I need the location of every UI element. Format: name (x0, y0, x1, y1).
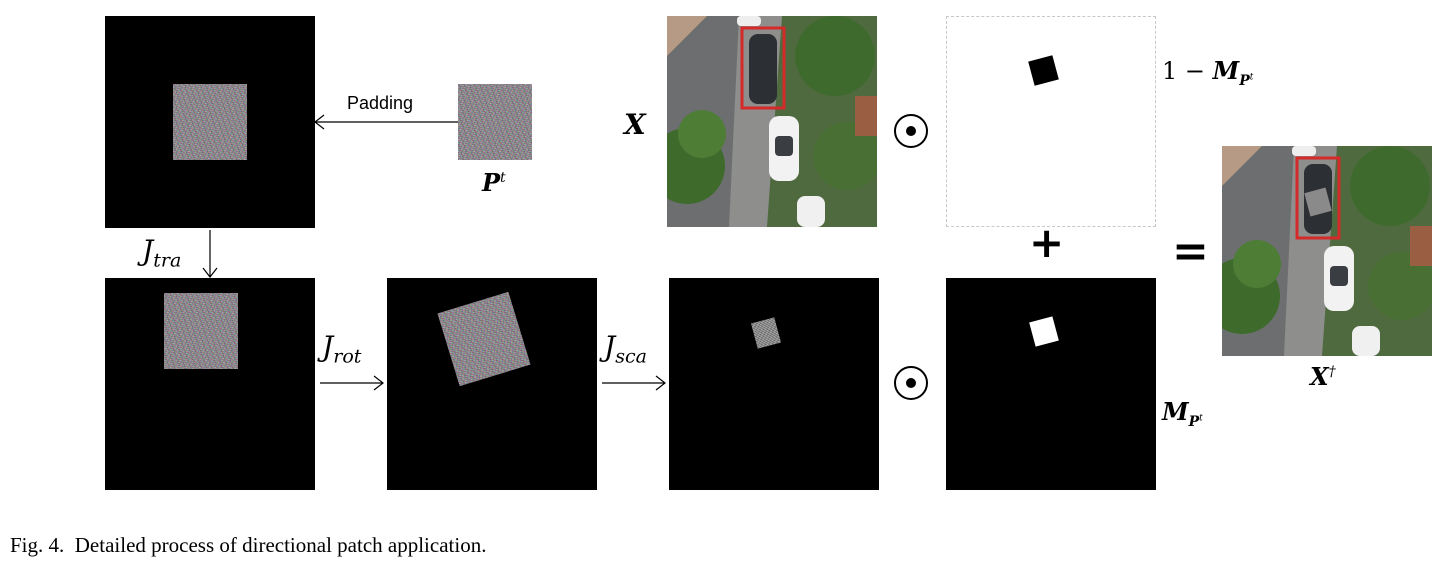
rotated-patch (437, 291, 531, 387)
input-aerial-image (667, 16, 877, 227)
mask-canvas (946, 278, 1156, 490)
rotated-canvas (387, 278, 597, 490)
translation-arrow (202, 230, 218, 278)
input-aerial-drawing (667, 16, 877, 227)
rotation-label: Jrot (322, 330, 362, 368)
padded-patch (173, 84, 247, 160)
translation-label: Jtra (142, 234, 182, 272)
output-aerial-drawing (1222, 146, 1432, 356)
inverse-mask-label: 1 − MPt (1162, 56, 1254, 89)
padding-arrow (314, 114, 458, 130)
translated-patch (164, 293, 238, 369)
hadamard-product-icon-top (894, 114, 928, 148)
mask-label: MPt (1162, 397, 1203, 430)
rotation-arrow (320, 375, 384, 391)
output-aerial-image (1222, 146, 1432, 356)
padded-canvas (105, 16, 315, 228)
translated-canvas (105, 278, 315, 490)
patch-label: Pt (482, 168, 506, 197)
input-label: X (624, 108, 646, 141)
output-label: X† (1310, 362, 1336, 391)
inverse-mask-canvas (946, 16, 1156, 227)
mask-patch (1029, 316, 1059, 347)
equals-sign: = (1172, 226, 1209, 277)
original-patch (458, 84, 532, 160)
scaled-canvas (669, 278, 879, 490)
inverse-mask-patch (1028, 55, 1059, 86)
padding-label: Padding (347, 93, 414, 113)
plus-sign: + (1029, 218, 1065, 267)
hadamard-product-icon-bottom (894, 366, 928, 400)
figure-caption: Fig. 4. Detailed process of directional … (10, 533, 487, 557)
scaling-arrow (602, 375, 666, 391)
scaled-patch (751, 317, 781, 349)
scaling-label: Jsca (604, 330, 647, 368)
